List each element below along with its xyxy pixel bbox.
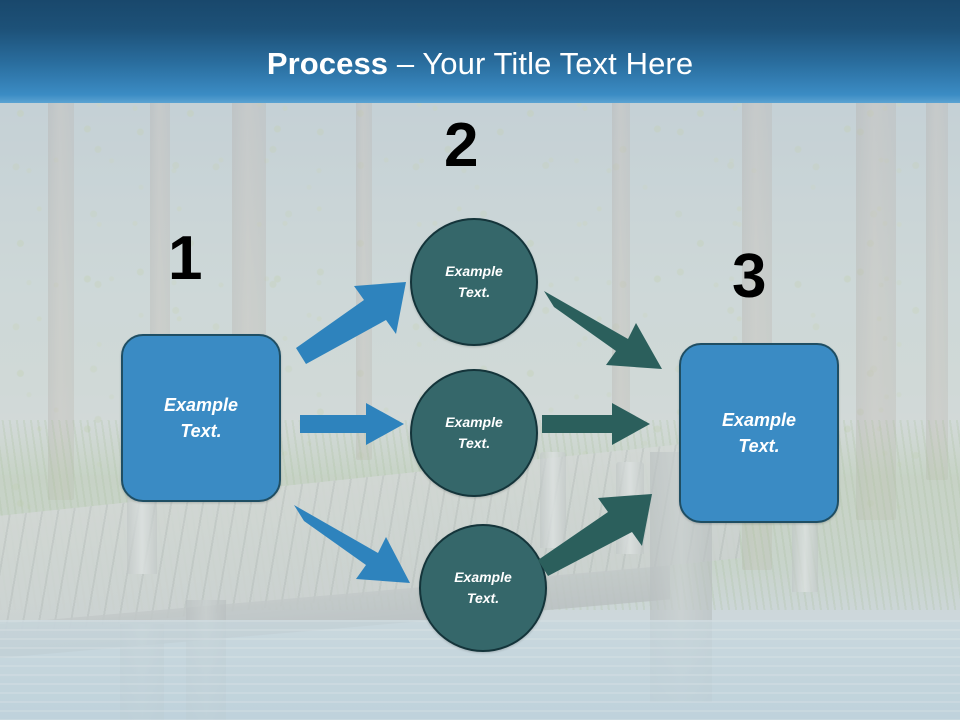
process-circle-1-label: Example Text. <box>445 261 503 303</box>
arrow-circle-3-to-right-icon <box>538 494 652 576</box>
page-title-light: – Your Title Text Here <box>388 46 694 81</box>
process-circle-1-line2: Text. <box>457 284 491 300</box>
tree-trunk <box>356 100 372 460</box>
process-circle-2-line1: Example <box>445 414 503 430</box>
arrow-circle-2-to-right-icon <box>542 403 650 445</box>
arrow-left-to-circle-3-icon <box>294 505 410 583</box>
arrow-left-to-circle-1-icon <box>296 282 406 364</box>
process-box-left-line2: Text. <box>180 421 222 441</box>
process-box-right-line2: Text. <box>738 436 780 456</box>
process-circle-1-line1: Example <box>445 263 503 279</box>
step-number-1: 1 <box>168 224 203 293</box>
arrow-circle-1-to-right-icon <box>544 291 662 369</box>
background-water <box>0 620 960 720</box>
dock-piling <box>540 452 566 548</box>
step-number-2: 2 <box>444 111 479 180</box>
process-circle-2[interactable]: Example Text. <box>410 369 538 497</box>
tree-trunk <box>856 100 896 520</box>
process-circle-3-line2: Text. <box>466 590 500 606</box>
process-circle-2-line2: Text. <box>457 435 491 451</box>
process-box-right[interactable]: Example Text. <box>679 343 839 523</box>
process-box-left-label: Example Text. <box>164 392 238 444</box>
process-box-right-label: Example Text. <box>722 407 796 459</box>
dock-piling <box>792 522 818 592</box>
process-box-right-line1: Example <box>721 409 797 430</box>
process-box-left-line1: Example <box>163 394 239 415</box>
tree-trunk <box>926 100 948 480</box>
header-banner: Process – Your Title Text Here <box>0 0 960 103</box>
step-number-3: 3 <box>732 242 767 311</box>
page-title-strong: Process <box>266 46 389 81</box>
process-box-left[interactable]: Example Text. <box>121 334 281 502</box>
process-circle-3[interactable]: Example Text. <box>419 524 547 652</box>
page-title: Process – Your Title Text Here <box>0 48 960 79</box>
arrow-left-to-circle-2-icon <box>300 403 404 445</box>
process-circle-3-line1: Example <box>454 569 512 585</box>
process-circle-3-label: Example Text. <box>454 567 512 609</box>
process-circle-1[interactable]: Example Text. <box>410 218 538 346</box>
process-circle-2-label: Example Text. <box>445 412 503 454</box>
tree-trunk <box>48 100 74 500</box>
